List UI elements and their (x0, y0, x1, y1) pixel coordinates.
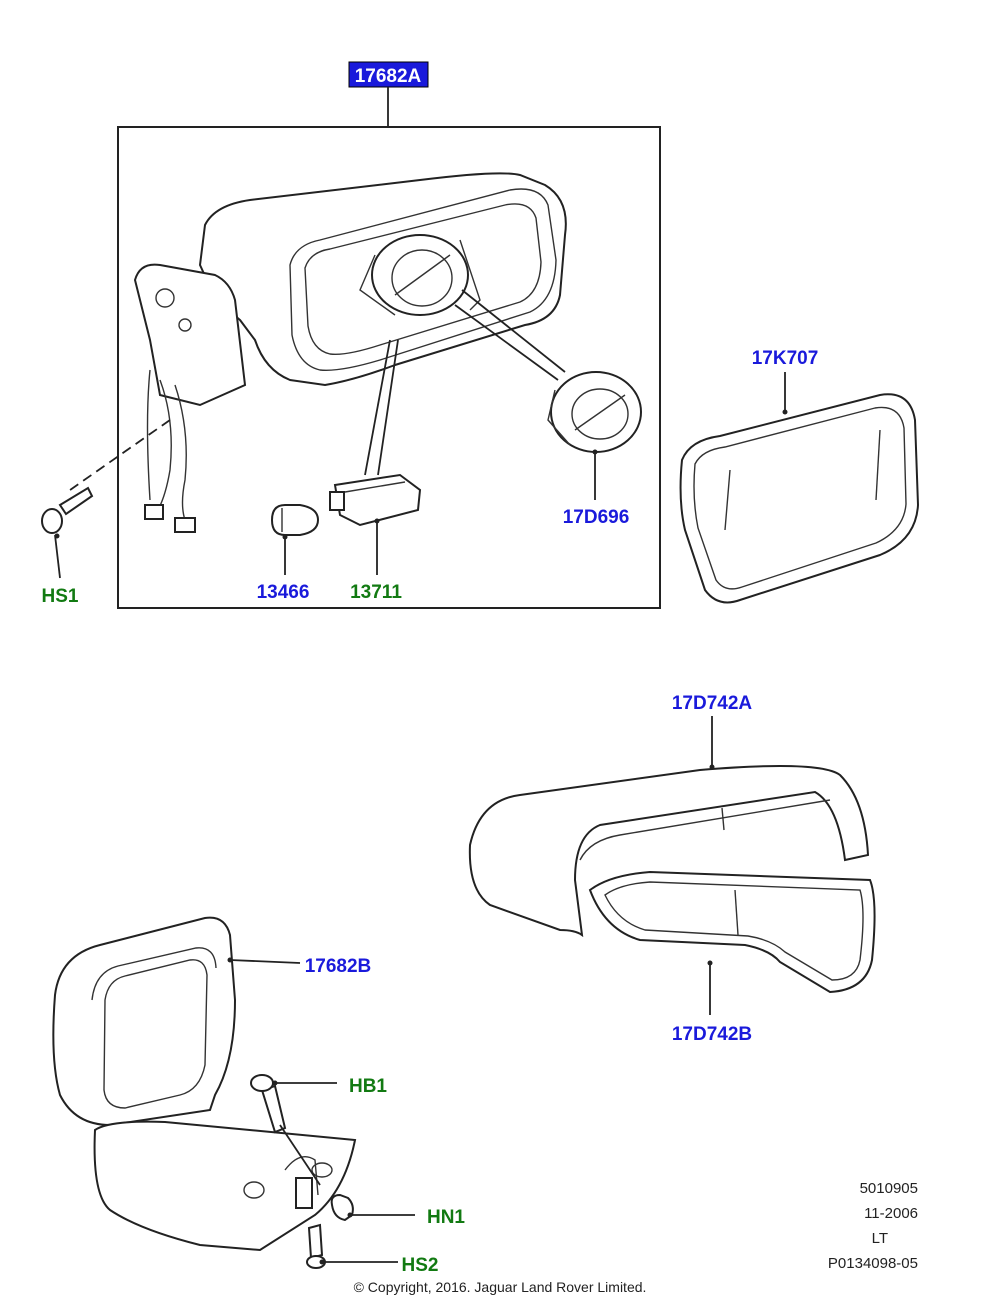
leader-hs2-dot (319, 1259, 325, 1265)
screw-hs1 (41, 419, 171, 534)
callout-13711[interactable]: 13711 (350, 582, 402, 603)
bulb (270, 504, 320, 536)
callout-hn1[interactable]: HN1 (427, 1207, 465, 1228)
mirror-cover-outer (468, 765, 870, 938)
drawing-reference: P0134098-05 (827, 1255, 918, 1272)
callout-hs2[interactable]: HS2 (402, 1255, 439, 1276)
leader-13466-dot (282, 534, 288, 540)
svg-text:17682A: 17682A (355, 66, 422, 87)
leader-hb1-dot (272, 1080, 278, 1086)
callout-17k707[interactable]: 17K707 (752, 348, 819, 369)
mirror-glass (679, 393, 920, 604)
leader-motor-b (461, 289, 566, 373)
leader-17682b (229, 959, 301, 964)
callout-17d742a[interactable]: 17D742A (672, 693, 753, 714)
callout-13466[interactable]: 13466 (257, 582, 310, 603)
callout-hs1[interactable]: HS1 (42, 586, 79, 607)
lamp-unit (329, 473, 422, 527)
callout-17682a[interactable]: 17682A (348, 61, 429, 88)
leader-hn1-dot (347, 1212, 353, 1218)
leader-17682b-dot (227, 957, 233, 963)
copyright-notice: © Copyright, 2016. Jaguar Land Rover Lim… (353, 1279, 647, 1295)
leader-motor-a (454, 304, 559, 381)
leader-17d696-dot (592, 449, 598, 455)
assembly-frame (117, 126, 661, 609)
nut-hn1 (295, 1177, 354, 1222)
callout-17d696[interactable]: 17D696 (563, 507, 630, 528)
leader-housing-lamp-a (377, 339, 399, 476)
callout-hb1[interactable]: HB1 (349, 1076, 387, 1097)
leader-17k707-dot (782, 409, 788, 415)
mirror-motor (547, 371, 642, 453)
callout-17682b[interactable]: 17682B (305, 956, 372, 977)
leader-housing-lamp-b (364, 339, 391, 476)
drawing-date: 11-2006 (864, 1205, 918, 1222)
leader-hs1-dot (54, 533, 60, 539)
internal-motor-mount (359, 234, 481, 316)
mirror-bracket (133, 263, 247, 533)
leader-13711-dot (374, 518, 380, 524)
mirror-housing-lower (52, 916, 357, 1252)
callout-17d742b[interactable]: 17D742B (672, 1024, 752, 1045)
leader-17d742b-dot (707, 960, 713, 966)
drawing-number: 5010905 (859, 1180, 918, 1197)
mirror-cover-inner (588, 870, 876, 994)
leader-hs1 (54, 534, 61, 579)
drawing-code: LT (871, 1230, 888, 1247)
